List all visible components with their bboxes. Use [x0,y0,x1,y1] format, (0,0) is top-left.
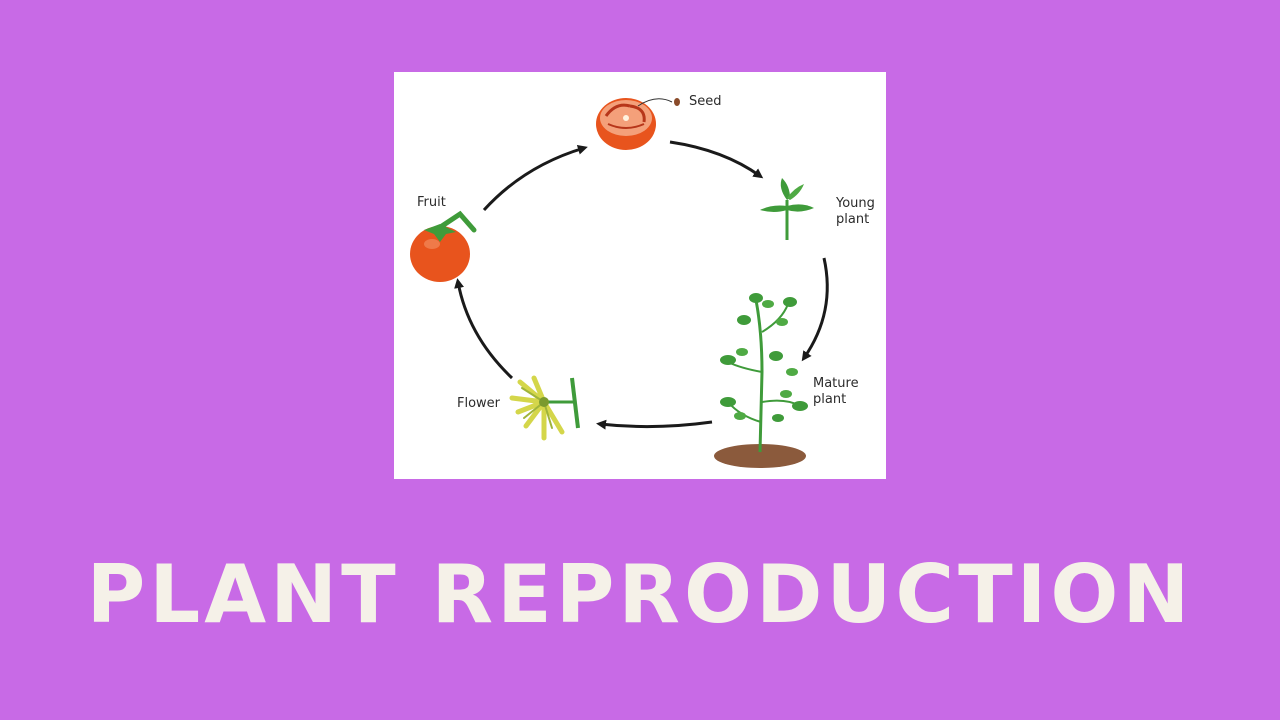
stage-label-fruit: Fruit [417,195,446,210]
page-title: PLANT REPRODUCTION [86,548,1194,641]
tomato-half-seed-icon [596,98,680,150]
life-cycle-diagram: Seed Young plant Mature plant Flower Fru… [394,72,886,479]
arrow-seed-to-young [669,140,764,179]
arrow-fruit-to-seed [482,144,588,212]
arrow-young-to-mature [801,257,829,362]
stage-label-seed: Seed [689,94,722,109]
stage-label-mature-plant: Mature plant [813,376,859,407]
stage-label-young-plant: Young plant [836,196,875,227]
stage-label-flower: Flower [457,396,501,411]
cycle-svg [410,98,829,468]
mature-plant-icon [714,293,808,468]
tomato-fruit-icon [410,210,477,282]
arrow-flower-to-fruit [454,278,514,380]
flower-icon [509,375,580,441]
young-plant-icon [760,178,814,240]
arrow-mature-to-flower [596,419,713,430]
